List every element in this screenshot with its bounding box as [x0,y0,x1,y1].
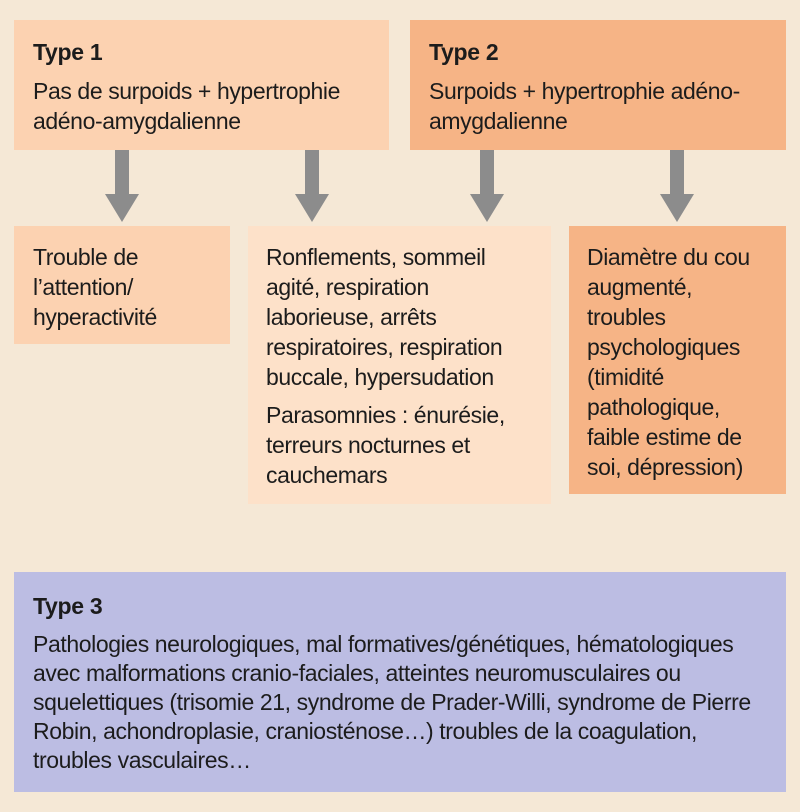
arrow-down-icon [295,150,329,224]
result2-parasomnias: Parasomnies : énurésie, terreurs nocturn… [266,402,505,488]
type3-box: Type 3 Pathologies neurologiques, mal fo… [14,572,786,792]
type1-box: Type 1 Pas de surpoids + hypertrophie ad… [14,20,389,150]
arrow-down-icon [660,150,694,224]
result3-text: Diamètre du cou augmenté, troubles psych… [587,244,750,480]
result3-box: Diamètre du cou augmenté, troubles psych… [569,226,786,494]
result1-text: Trouble de l’attention/ hyperactivité [33,244,157,330]
arrow-down-icon [470,150,504,224]
type2-description: Surpoids + hypertrophie adéno-amygdalien… [429,78,740,134]
result2-box: Ronflements, sommeil agité, respiration … [248,226,551,504]
type2-title: Type 2 [429,39,499,65]
type3-description: Pathologies neurologiques, mal formative… [33,631,751,773]
result1-box: Trouble de l’attention/ hyperactivité [14,226,230,344]
arrow-down-icon [105,150,139,224]
type3-title: Type 3 [33,593,103,619]
type1-title: Type 1 [33,39,103,65]
type1-description: Pas de surpoids + hypertrophie adéno-amy… [33,78,341,134]
type2-box: Type 2 Surpoids + hypertrophie adéno-amy… [410,20,786,150]
result2-symptoms: Ronflements, sommeil agité, respiration … [266,244,503,390]
